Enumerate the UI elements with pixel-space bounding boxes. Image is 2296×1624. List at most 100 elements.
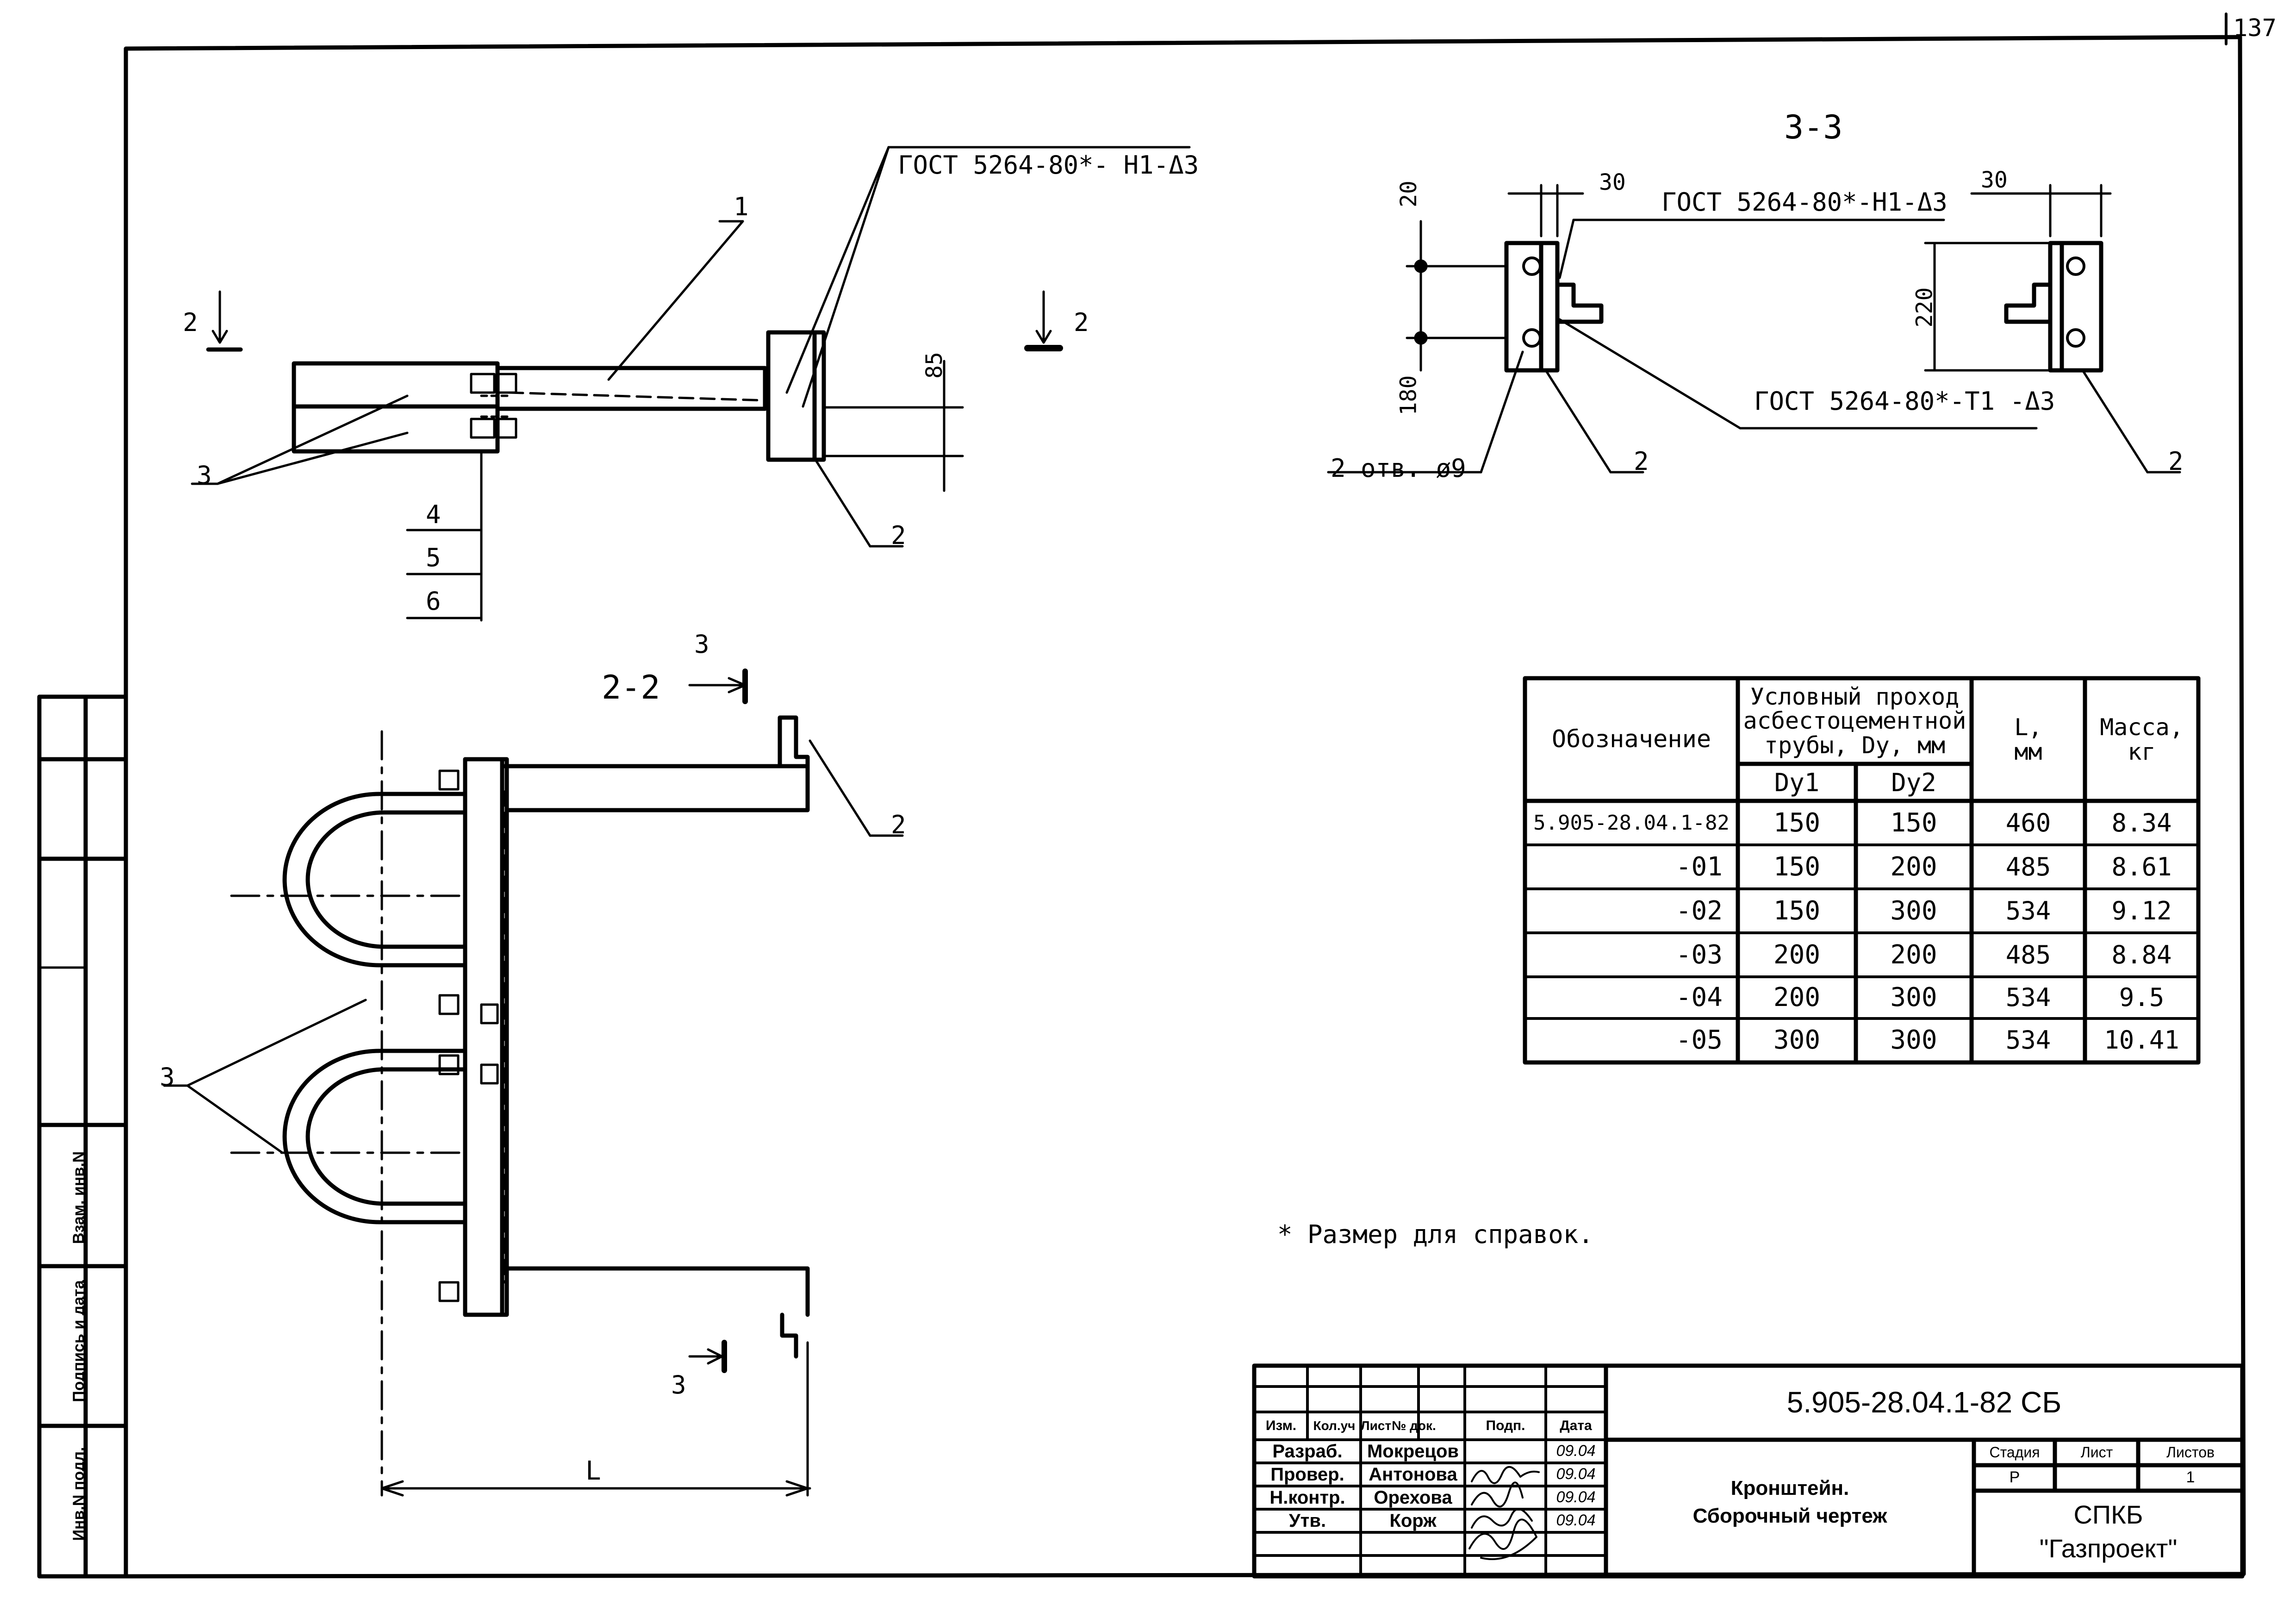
table-cell-designation: -04	[1675, 982, 1723, 1013]
table-cell-designation: -02	[1675, 895, 1723, 926]
table-cell-dy1: 150	[1773, 807, 1821, 838]
role-label: Утв.	[1288, 1511, 1326, 1531]
role-name: Орехова	[1374, 1487, 1452, 1508]
table-cell-mass: 9.12	[2111, 896, 2172, 925]
col-kol: Кол.уч	[1313, 1418, 1356, 1433]
holes-note: 2 отв. ø9	[1331, 454, 1466, 483]
table-header-designation: Обозначение	[1551, 725, 1711, 754]
role-name: Мокрецов	[1367, 1441, 1459, 1462]
label-2: 2	[891, 810, 906, 839]
drawing-title-line2: Сборочный чертеж	[1692, 1504, 1887, 1527]
label-2: 2	[183, 308, 198, 337]
table-cell-mass: 10.41	[2104, 1025, 2179, 1055]
table-cell-dy2: 300	[1890, 982, 1937, 1013]
table-cell-designation: -03	[1675, 939, 1723, 970]
label-5: 5	[426, 543, 441, 572]
role-label: Провер.	[1270, 1464, 1344, 1485]
role-date: 09.04	[1556, 1488, 1596, 1506]
weld-callout-33-top: ГОСТ 5264-80*-Н1-Δ3	[1661, 187, 1948, 217]
table-cell-mass: 8.34	[2111, 808, 2172, 837]
signature-nkontr	[1471, 1508, 1533, 1529]
table-cell-dy1: 200	[1773, 982, 1821, 1013]
label-3: 3	[694, 630, 709, 659]
label-2: 2	[1074, 308, 1089, 337]
label-3: 3	[671, 1370, 686, 1399]
table-cell-length: 485	[2005, 940, 2051, 969]
label-4: 4	[426, 500, 441, 529]
table-cell-length: 534	[2005, 983, 2051, 1012]
col-izm: Изм.	[1265, 1418, 1297, 1434]
table-cell-length: 534	[2005, 1025, 2051, 1055]
dim-85: 85	[921, 352, 947, 379]
col-ndok: № док.	[1392, 1418, 1436, 1433]
table-cell-designation: 5.905-28.04.1-82	[1533, 811, 1730, 835]
label-2: 2	[891, 521, 906, 550]
table-cell-dy1: 150	[1773, 895, 1821, 926]
org-line2: "Газпроект"	[2039, 1533, 2178, 1563]
role-name: Корж	[1389, 1511, 1437, 1531]
side-stamp	[37, 694, 128, 1579]
sheet-value	[2056, 1466, 2137, 1489]
table-cell-length: 485	[2005, 852, 2051, 881]
table-cell-designation: -01	[1675, 851, 1723, 882]
weld-callout-33-bottom: ГОСТ 5264-80*-Т1 -Δ3	[1754, 387, 2055, 416]
side-stamp-vzam: Взам. инв.N	[70, 1151, 87, 1244]
label-2: 2	[2168, 447, 2184, 476]
table-cell-dy1: 300	[1773, 1024, 1821, 1055]
signature-razrab	[1471, 1466, 1540, 1484]
role-name: Антонова	[1369, 1464, 1457, 1485]
stage-value: Р	[2009, 1468, 2020, 1487]
table-header-dy1: Dy1	[1774, 768, 1820, 797]
sheet-label: Лист	[2080, 1444, 2113, 1461]
reference-note: * Размер для справок.	[1277, 1220, 1593, 1249]
section-3-3-title: 3-3	[1784, 108, 1843, 146]
section-2-2-title: 2-2	[602, 668, 660, 706]
stage-label: Стадия	[1989, 1444, 2040, 1461]
table-cell-length: 534	[2005, 896, 2051, 925]
dim-20: 20	[1395, 181, 1422, 207]
table-cell-mass: 8.61	[2111, 852, 2172, 881]
role-date: 09.04	[1556, 1512, 1596, 1530]
page-number: 137	[2233, 14, 2277, 42]
sheets-label: Листов	[2166, 1444, 2215, 1461]
col-list: Лист	[1360, 1418, 1392, 1433]
dim-30-a: 30	[1599, 169, 1626, 195]
org-line1: СПКБ	[2073, 1500, 2143, 1530]
signature-utv	[1468, 1518, 1537, 1560]
col-data: Дата	[1560, 1418, 1592, 1434]
weld-callout-top: ГОСТ 5264-80*- Н1-Δ3	[898, 150, 1199, 180]
dim-30-b: 30	[1981, 167, 2008, 193]
table-cell-dy2: 200	[1890, 939, 1937, 970]
table-cell-dy1: 200	[1773, 939, 1821, 970]
dim-L: L	[585, 1456, 601, 1486]
dim-180: 180	[1395, 375, 1422, 416]
role-date: 09.04	[1556, 1442, 1596, 1460]
table-header-dy2: Dy2	[1891, 768, 1936, 797]
table-cell-dy2: 150	[1890, 807, 1937, 838]
table-cell-dy2: 200	[1890, 851, 1937, 882]
label-2: 2	[1634, 447, 1649, 476]
doc-code: 5.905-28.04.1-82 СБ	[1786, 1386, 2062, 1419]
table-header-mass: Масса, кг	[2100, 714, 2184, 765]
table-cell-dy2: 300	[1890, 895, 1937, 926]
col-podp: Подп.	[1486, 1418, 1525, 1434]
table-cell-mass: 8.84	[2111, 940, 2172, 969]
role-label: Н.контр.	[1269, 1487, 1345, 1508]
side-stamp-inv-podl: Инв.N подл.	[70, 1447, 87, 1541]
table-cell-length: 460	[2005, 808, 2051, 837]
table-cell-dy1: 150	[1773, 851, 1821, 882]
signature-prover	[1471, 1481, 1524, 1508]
label-6: 6	[426, 587, 441, 616]
role-date: 09.04	[1556, 1465, 1596, 1483]
table-cell-designation: -05	[1675, 1024, 1723, 1055]
drawing-title-line1: Кронштейн.	[1730, 1476, 1849, 1499]
table-header-nominal-bore: Условный проход асбестоцементной трубы, …	[1743, 683, 1966, 759]
table-header-length: L, мм	[2014, 714, 2042, 765]
label-1: 1	[734, 192, 749, 221]
sheets-value: 1	[2186, 1468, 2195, 1487]
dim-220: 220	[1911, 287, 1938, 328]
role-label: Разраб.	[1272, 1441, 1343, 1462]
label-3: 3	[197, 461, 212, 490]
table-cell-dy2: 300	[1890, 1024, 1937, 1055]
